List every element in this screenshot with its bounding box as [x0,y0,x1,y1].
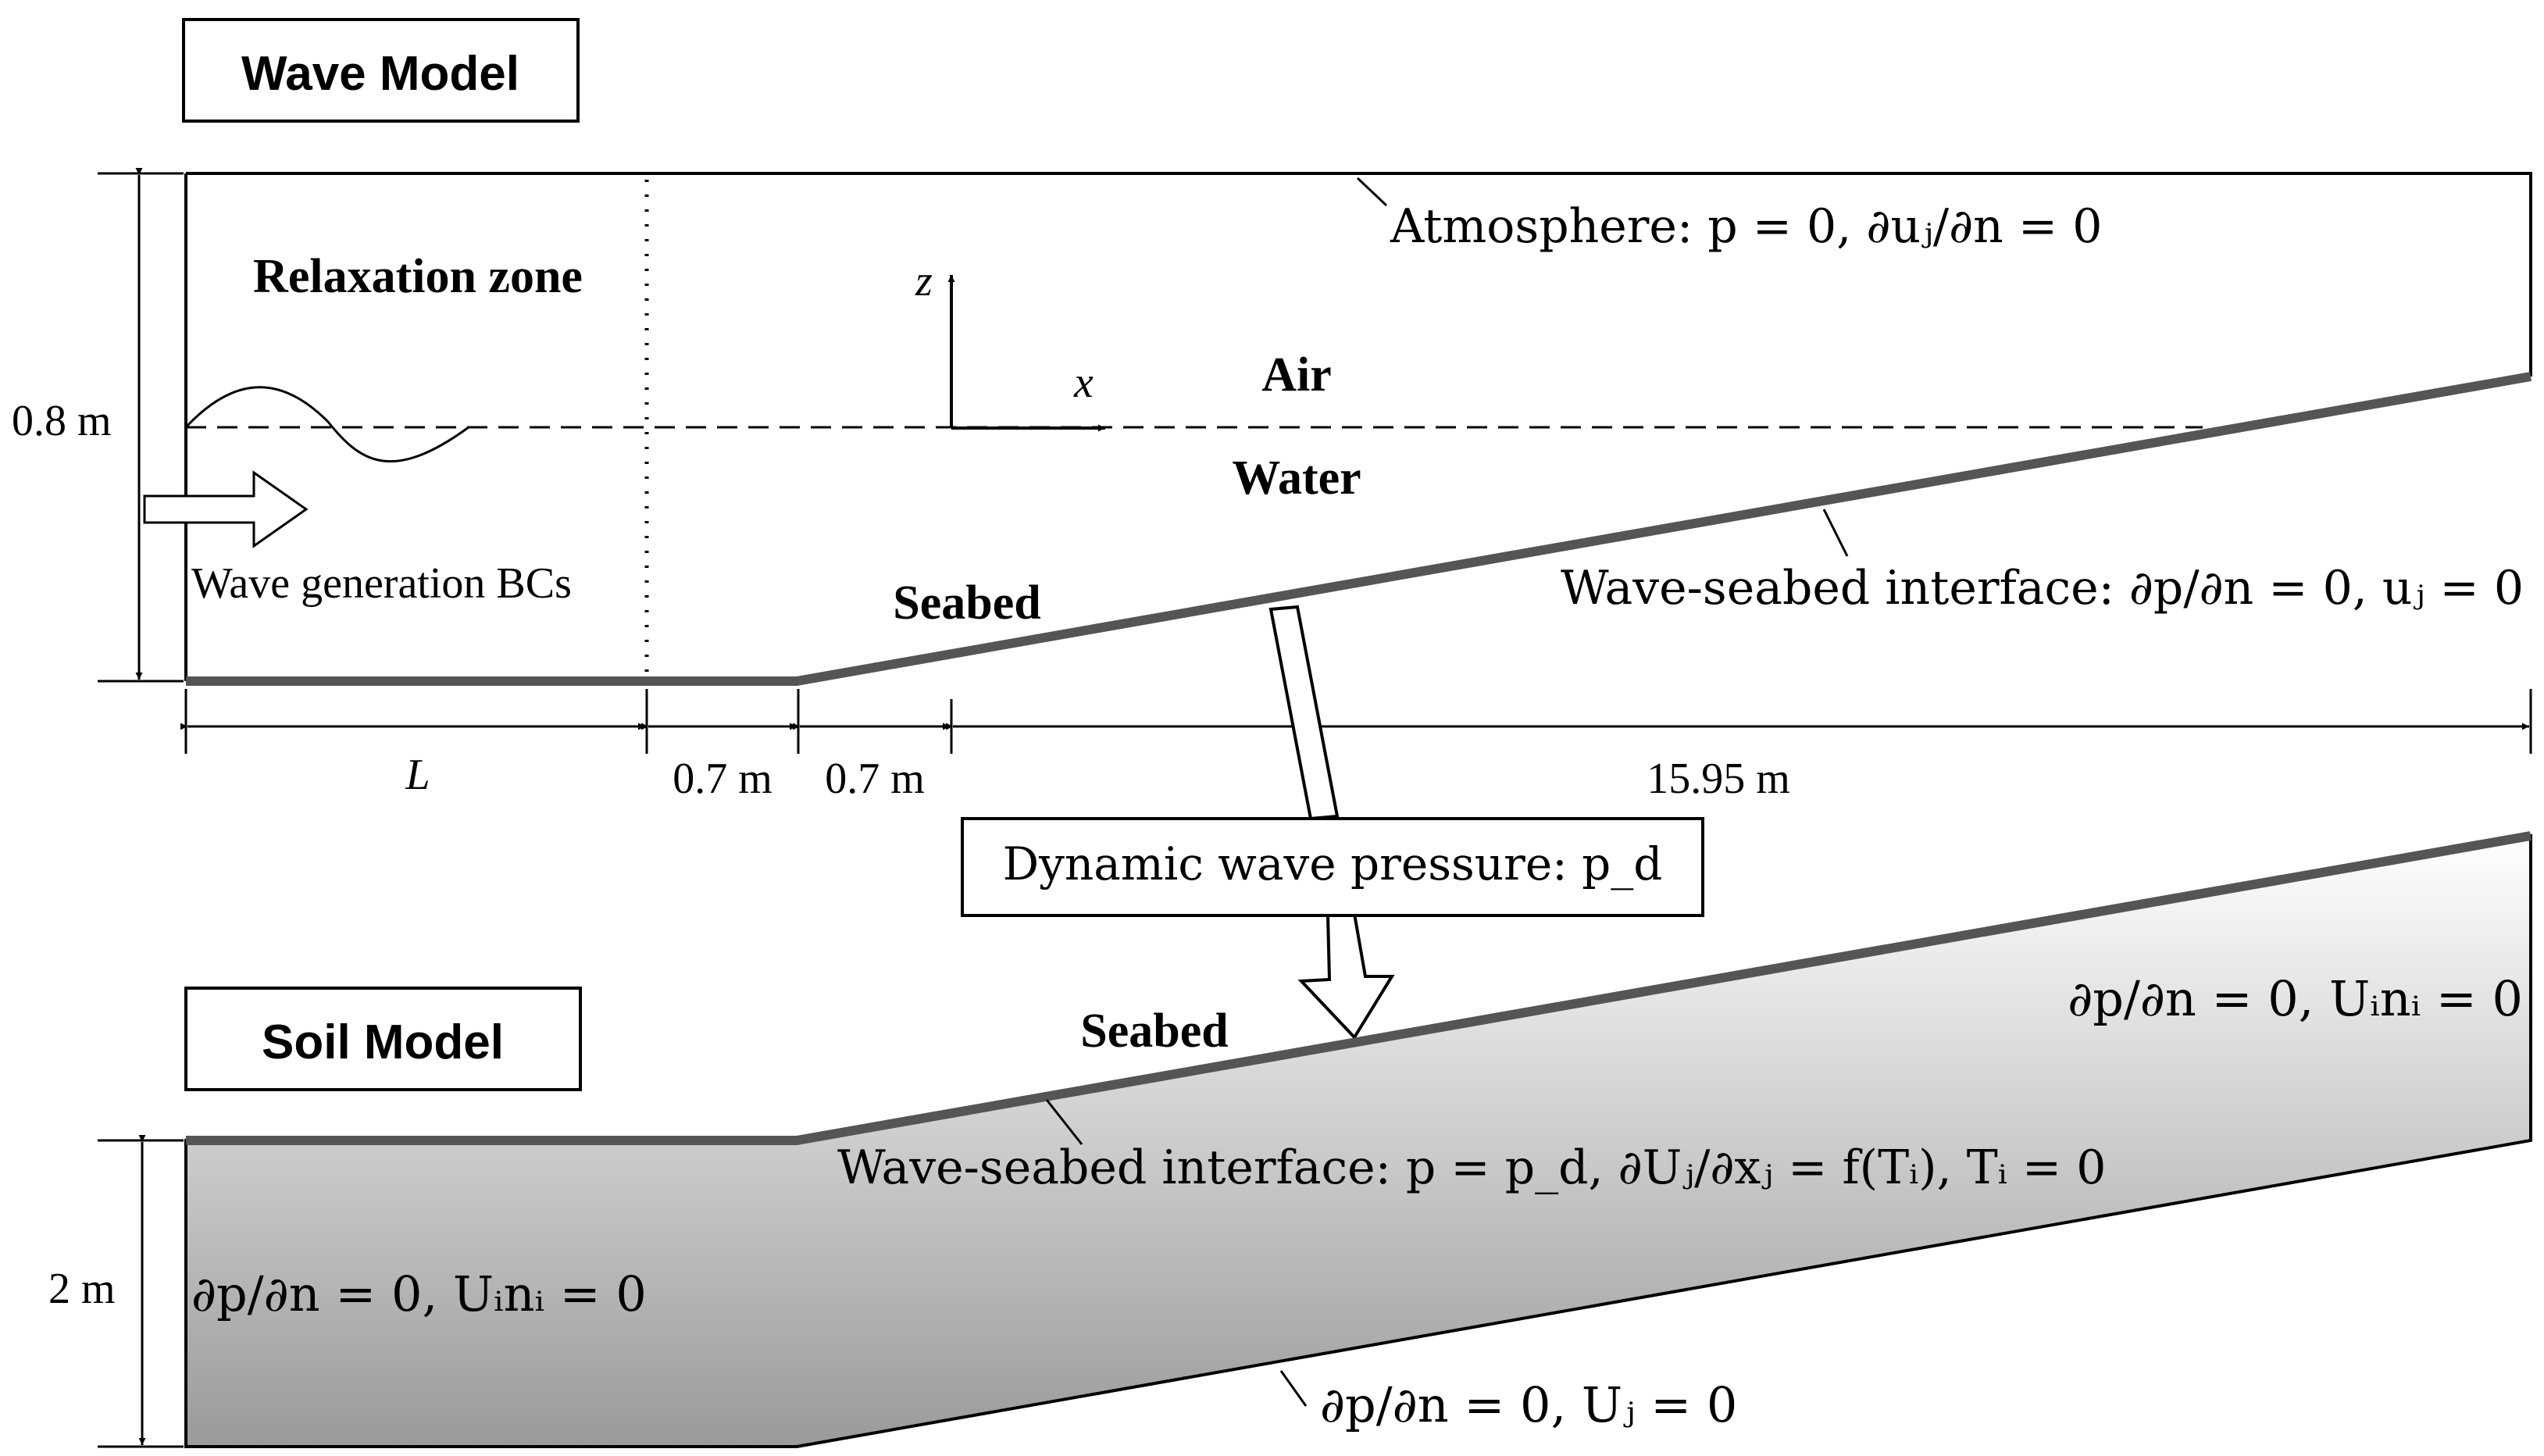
soil-bottom-bc-label: ∂p/∂n = 0, Uⱼ = 0 [1320,1376,1737,1433]
soil-interface-bc-label: Wave-seabed interface: p = p_d, ∂Uⱼ/∂xⱼ … [837,1140,2106,1195]
soil-model: Soil Model Seabed ∂p/∂n = 0, Uᵢnᵢ = 0 Wa… [48,831,2532,1448]
dim-0-7-a-label: 0.7 m [673,755,772,803]
soil-seabed-label: Seabed [1080,1005,1228,1058]
generated-wave-curve [184,386,469,463]
height-dimension-soil: 2 m [48,1135,184,1448]
wave-height-label: 0.8 m [12,397,112,445]
soil-model-title: Soil Model [262,1015,504,1069]
soil-left-bc-label: ∂p/∂n = 0, Uᵢnᵢ = 0 [191,1265,647,1322]
wave-generation-label: Wave generation BCs [191,559,572,608]
coupling-arrow-lower [1297,912,1395,1040]
coupling-arrow-upper [1268,605,1340,821]
soil-model-title-box: Soil Model [184,987,582,1091]
wave-model: Wave Model Relaxation zone Wave generati… [12,18,2532,803]
wave-interface-leader [1822,509,1849,557]
dim-15-95-label: 15.95 m [1647,755,1790,803]
soil-interface-leader [1045,1099,1083,1145]
water-label: Water [1232,451,1361,505]
wave-seabed-line [186,372,2532,686]
coupling: Dynamic wave pressure: p_d [961,605,1704,1040]
axis-x-label: x [1073,359,1094,407]
wave-seabed-label: Seabed [893,576,1040,630]
coupling-box [961,817,1704,917]
soil-seabed-line [186,831,2532,1145]
wave-interface-bc-label: Wave-seabed interface: ∂p/∂n = 0, uⱼ = 0 [1561,561,2524,616]
soil-bottom-leader [1279,1370,1308,1407]
wave-model-title-box: Wave Model [182,18,580,123]
atmosphere-bc-label: Atmosphere: p = 0, ∂uⱼ/∂n = 0 [1390,199,2102,254]
wave-model-title: Wave Model [241,47,519,101]
soil-right-bc-label: ∂p/∂n = 0, Uᵢnᵢ = 0 [2068,970,2523,1027]
dim-L-label: L [405,751,430,799]
atmosphere-leader [1356,177,1388,207]
horizontal-dimensions: L 0.7 m 0.7 m 15.95 m [180,689,2532,803]
relaxation-zone-label: Relaxation zone [253,250,583,303]
axis-z-label: z [915,257,933,305]
soil-height-label: 2 m [48,1265,116,1313]
height-dimension-wave: 0.8 m [12,168,184,683]
coupling-label: Dynamic wave pressure: p_d [1003,837,1663,890]
dim-0-7-b-label: 0.7 m [825,755,925,803]
coordinate-axes: z x [915,257,1105,432]
air-label: Air [1261,348,1332,401]
wave-generation-arrow [143,470,309,548]
